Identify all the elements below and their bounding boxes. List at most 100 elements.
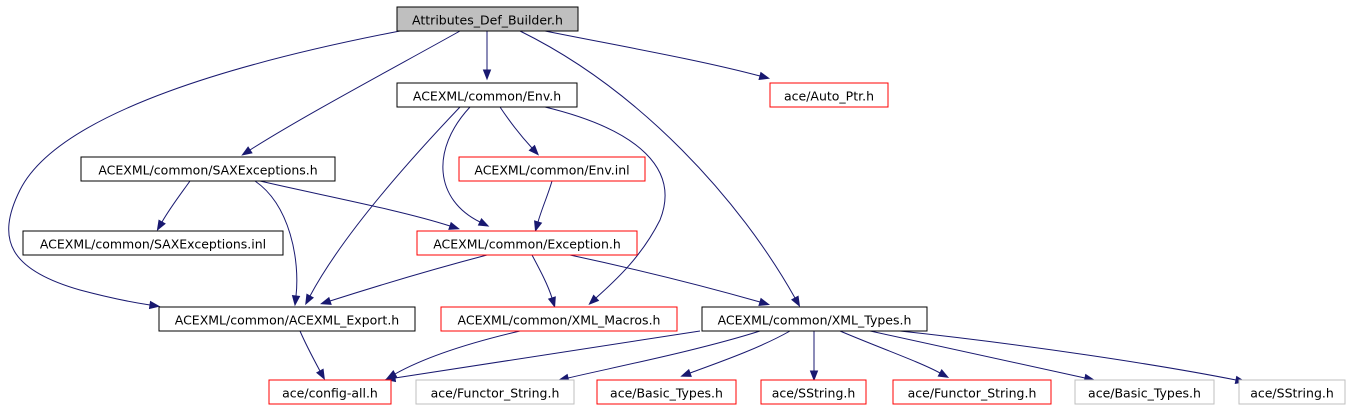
node-box: [22, 230, 284, 256]
edge-line: [309, 106, 461, 297]
arrowhead: [680, 368, 692, 377]
edge-root-to-types: [519, 30, 801, 307]
node-layer: Attributes_Def_Builder.hACEXML/common/En…: [22, 6, 1346, 405]
edge-line: [519, 30, 796, 299]
arrowhead: [809, 370, 819, 382]
edge-line: [161, 180, 191, 223]
node-label: ace/Basic_Types.h: [610, 386, 723, 401]
edge-layer: [8, 30, 1247, 385]
edge-line: [544, 30, 761, 77]
edge-saxexc-to-saxinl: [156, 180, 191, 232]
edge-types-to-basic_red: [680, 330, 791, 377]
arrowhead: [758, 71, 771, 80]
edge-saxexc-to-exception: [259, 180, 460, 230]
node-box: [158, 306, 416, 332]
edge-line: [531, 254, 553, 299]
node-exception[interactable]: ACEXML/common/Exception.h: [416, 230, 638, 256]
edge-exception-to-types: [569, 254, 771, 306]
edge-root-to-env: [482, 31, 492, 81]
arrowhead: [482, 69, 492, 81]
arrowhead: [534, 220, 543, 233]
node-label: ace/SString.h: [772, 386, 856, 401]
node-export[interactable]: ACEXML/common/ACEXML_Export.h: [158, 306, 416, 332]
node-label: ACEXML/common/SAXExceptions.h: [98, 163, 317, 178]
node-types[interactable]: ACEXML/common/XML_Types.h: [701, 306, 928, 332]
edge-line: [567, 330, 761, 379]
edge-line: [329, 254, 488, 302]
node-label: ace/Auto_Ptr.h: [784, 89, 874, 104]
node-box: [760, 379, 867, 405]
edge-env-to-export: [305, 106, 461, 306]
node-box: [396, 6, 579, 32]
edge-line: [259, 180, 451, 227]
arrowhead: [937, 369, 950, 378]
node-label: ACEXML/common/SAXExceptions.inl: [40, 237, 266, 252]
arrowhead: [758, 297, 771, 306]
arrowhead: [588, 294, 600, 306]
node-label: ACEXML/common/Env.h: [413, 89, 561, 104]
arrowhead: [791, 295, 801, 307]
node-label: ace/Functor_String.h: [431, 386, 560, 401]
edge-line: [249, 30, 461, 151]
edge-saxexc-to-export: [254, 180, 301, 307]
edge-line: [899, 330, 1237, 381]
arrowhead: [291, 295, 301, 307]
node-box: [396, 82, 578, 108]
edge-line: [8, 30, 401, 306]
arrowhead: [477, 218, 490, 227]
node-basic-red[interactable]: ace/Basic_Types.h: [596, 379, 737, 405]
edge-types-to-basic_ext: [869, 330, 1096, 383]
node-box: [458, 156, 646, 182]
node-functor-red[interactable]: ace/Functor_String.h: [892, 379, 1052, 405]
node-label: ACEXML/common/XML_Macros.h: [458, 313, 661, 328]
arrowhead: [148, 300, 161, 310]
edge-line: [689, 330, 791, 374]
node-box: [268, 379, 392, 405]
node-configall[interactable]: ace/config-all.h: [268, 379, 392, 405]
node-box: [701, 306, 928, 332]
arrowhead: [448, 221, 460, 230]
node-saxinl[interactable]: ACEXML/common/SAXExceptions.inl: [22, 230, 284, 256]
node-functor-ext: ace/Functor_String.h: [415, 379, 575, 405]
node-macros[interactable]: ACEXML/common/XML_Macros.h: [440, 306, 678, 332]
node-label: ACEXML/common/Exception.h: [433, 237, 621, 252]
edge-root-to-autoptr: [544, 30, 771, 80]
node-box: [80, 156, 336, 182]
edge-line: [499, 106, 533, 149]
node-box: [769, 82, 889, 108]
node-sstring-ext: ace/SString.h: [1238, 379, 1346, 405]
edge-macros-to-configall: [385, 330, 521, 380]
edge-env-to-envinl: [499, 106, 540, 156]
edge-line: [869, 330, 1086, 379]
node-box: [596, 379, 737, 405]
node-label: ace/config-all.h: [282, 386, 378, 401]
edge-root-to-saxexc: [241, 30, 461, 156]
edge-line: [254, 180, 298, 297]
arrowhead: [547, 296, 556, 308]
node-box: [416, 230, 638, 256]
node-saxexc[interactable]: ACEXML/common/SAXExceptions.h: [80, 156, 336, 182]
edge-types-to-functor_ext: [557, 330, 761, 383]
node-box: [1074, 379, 1215, 405]
node-label: Attributes_Def_Builder.h: [412, 13, 563, 28]
node-sstring-red[interactable]: ace/SString.h: [760, 379, 867, 405]
node-box: [1238, 379, 1346, 405]
edge-line: [839, 330, 941, 374]
node-env[interactable]: ACEXML/common/Env.h: [396, 82, 578, 108]
arrowhead: [241, 146, 253, 156]
arrowhead: [316, 368, 325, 381]
edge-types-to-sstring_red: [809, 331, 819, 382]
node-root[interactable]: Attributes_Def_Builder.h: [396, 6, 579, 32]
edge-line: [394, 330, 521, 375]
edge-export-to-configall: [299, 330, 325, 381]
node-label: ace/Functor_String.h: [908, 386, 1037, 401]
node-basic-ext: ace/Basic_Types.h: [1074, 379, 1215, 405]
arrowhead: [305, 293, 314, 306]
node-envinl[interactable]: ACEXML/common/Env.inl: [458, 156, 646, 182]
node-box: [415, 379, 575, 405]
edge-env-to-macros: [544, 106, 666, 306]
node-box: [892, 379, 1052, 405]
node-autoptr[interactable]: ace/Auto_Ptr.h: [769, 82, 889, 108]
edge-root-to-export: [8, 30, 401, 310]
